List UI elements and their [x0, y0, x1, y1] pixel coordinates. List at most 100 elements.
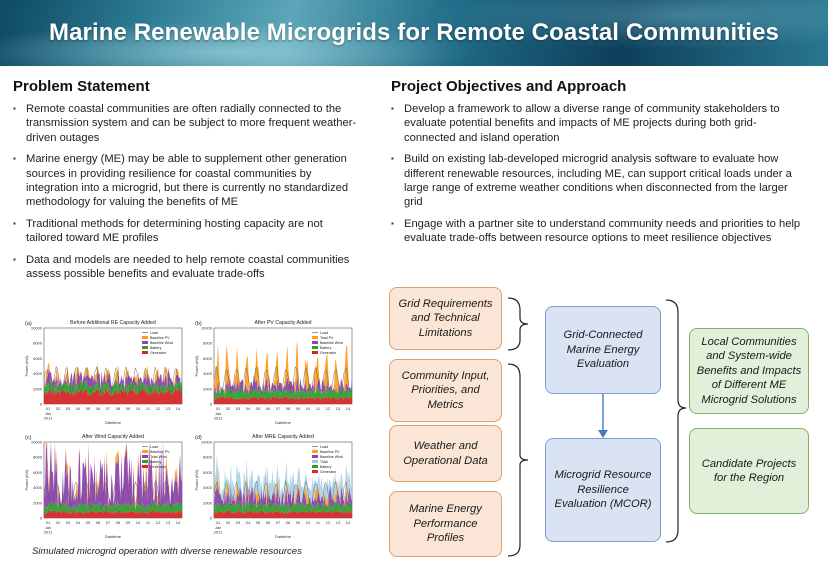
y-tick-label: 6000: [33, 470, 43, 475]
y-tick-label: 10000: [201, 440, 213, 445]
legend-entry: Baseline PV: [320, 450, 340, 454]
x-tick-label: 02: [56, 406, 61, 411]
legend-swatch: [312, 450, 318, 453]
x-tick-label: 13: [336, 406, 341, 411]
x-tick-label: 05: [86, 520, 91, 525]
x-tick-label: 13: [336, 520, 341, 525]
x-tick-label: 03: [236, 406, 241, 411]
x-start-label: Jan: [45, 525, 51, 530]
x-tick-label: 05: [86, 406, 91, 411]
input-grid-requirements: Grid Requirements and Technical Limitati…: [389, 287, 502, 350]
y-tick-label: 8000: [33, 455, 43, 460]
legend-swatch: [312, 470, 318, 473]
page-title: Marine Renewable Microgrids for Remote C…: [49, 19, 779, 46]
x-tick-label: 11: [146, 520, 151, 525]
problem-bullet: Data and models are needed to help remot…: [13, 253, 358, 282]
bracket-right: [665, 299, 687, 543]
series-area-battery: [214, 500, 352, 514]
panel-label: (b): [195, 321, 202, 327]
chart-a-svg: (a) Before Additional RE Capacity Added 02…: [24, 320, 183, 425]
x-tick-label: 01: [216, 406, 221, 411]
x-tick-label: 03: [236, 520, 241, 525]
y-tick-label: 2000: [33, 500, 43, 505]
y-tick-label: 4000: [203, 485, 213, 490]
y-tick-label: 10000: [201, 326, 213, 331]
process-mcor: Microgrid Resource Resilience Evaluation…: [545, 438, 661, 542]
legend-entry: Load: [320, 331, 328, 335]
chart-title: After Wind Capacity Added: [82, 434, 144, 440]
x-tick-label: 08: [286, 520, 291, 525]
x-tick-label: 11: [316, 406, 321, 411]
series-area-generator: [214, 509, 352, 518]
y-tick-label: 8000: [33, 341, 43, 346]
problem-bullet: Traditional methods for determining host…: [13, 217, 358, 246]
objectives-bullet: Engage with a partner site to understand…: [391, 217, 801, 246]
legend-entry: Battery: [150, 460, 162, 464]
legend-entry: Generator: [150, 465, 167, 469]
x-tick-label: 07: [276, 520, 281, 525]
series-line-load: [213, 480, 353, 509]
chart-title: Before Additional RE Capacity Added: [70, 320, 156, 326]
legend-entry: Baseline Wind: [150, 341, 173, 345]
x-tick-label: 07: [276, 406, 281, 411]
x-tick-label: 01: [216, 520, 221, 525]
arrow-head: [598, 430, 608, 438]
series-area-pv: [214, 340, 352, 395]
y-tick-label: 6000: [203, 356, 213, 361]
legend-entry: Tidal: [320, 460, 328, 464]
x-tick-label: 06: [266, 520, 271, 525]
x-tick-label: 10: [136, 520, 141, 525]
x-start-label: Jan: [45, 411, 51, 416]
x-tick-label: 14: [176, 406, 181, 411]
legend-swatch: [142, 465, 148, 468]
problem-list: Remote coastal communities are often rad…: [13, 102, 358, 288]
y-tick-label: 2000: [33, 386, 43, 391]
legend-swatch: [312, 455, 318, 458]
x-tick-label: 08: [116, 520, 121, 525]
legend-swatch: [142, 336, 148, 339]
x-tick-label: 12: [156, 406, 161, 411]
series-line-load: [213, 366, 353, 395]
x-tick-label: 04: [76, 520, 81, 525]
x-tick-label: 07: [106, 520, 111, 525]
input-weather: Weather and Operational Data: [389, 425, 502, 482]
y-tick-label: 4000: [33, 485, 43, 490]
chart-b-svg: (b)After PV Capacity Added02000400060008…: [194, 320, 353, 425]
problem-bullet: Marine energy (ME) may be able to supple…: [13, 152, 358, 210]
x-tick-label: 08: [116, 406, 121, 411]
x-tick-label: 02: [226, 520, 231, 525]
problem-bullet: Remote coastal communities are often rad…: [13, 102, 358, 145]
y-axis-label: Power (kW): [24, 355, 29, 377]
x-start-label: Jan: [215, 411, 221, 416]
legend-entry: Total Wind: [150, 455, 167, 459]
x-axis-label: Datetime: [105, 534, 122, 539]
bracket-top: [507, 297, 529, 351]
y-tick-label: 8000: [203, 455, 213, 460]
panel-label: (a): [25, 321, 32, 327]
legend-swatch: [142, 346, 148, 349]
legend-swatch: [312, 346, 318, 349]
x-start-label: 2011: [214, 530, 223, 535]
x-tick-label: 01: [46, 406, 51, 411]
x-tick-label: 10: [306, 406, 311, 411]
x-tick-label: 05: [256, 406, 261, 411]
series-area-pv: [214, 472, 352, 510]
x-tick-label: 10: [306, 520, 311, 525]
y-axis-label: Power (kW): [24, 469, 29, 491]
legend-entry: Baseline Wind: [320, 455, 343, 459]
x-tick-label: 09: [296, 520, 301, 525]
legend-swatch: [312, 341, 318, 344]
x-start-label: Jan: [215, 525, 221, 530]
x-tick-label: 12: [326, 406, 331, 411]
x-tick-label: 09: [126, 406, 131, 411]
x-tick-label: 06: [96, 520, 101, 525]
legend-entry: Battery: [150, 346, 162, 350]
legend-swatch: [312, 460, 318, 463]
series-area-pv: [44, 442, 182, 510]
series-area-wind: [44, 367, 182, 392]
chart-c-svg: (c)After Wind Capacity Added020004000600…: [24, 434, 183, 539]
legend-swatch: [312, 351, 318, 354]
